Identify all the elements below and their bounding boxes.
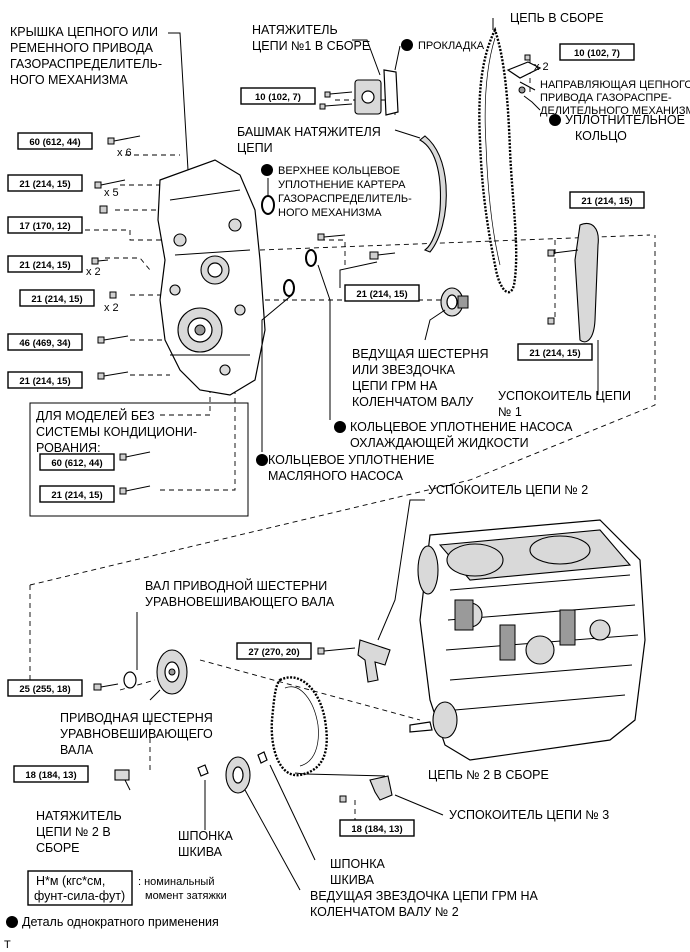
torque-46: 46 (469, 34) [19, 338, 70, 349]
timing-chain-2 [270, 676, 328, 777]
cover-bolts [91, 135, 151, 495]
label-pulley-key-2: ШПОНКА ШКИВА [330, 857, 388, 887]
legend-non-reusable: Деталь однократного применения [22, 915, 219, 929]
label-damper-1: УСПОКОИТЕЛЬ ЦЕПИ № 1 [498, 389, 634, 419]
qty-x2c: x 2 [534, 61, 549, 73]
timing-cover [157, 159, 266, 396]
label-slipper: БАШМАК НАТЯЖИТЕЛЯ ЦЕПИ [237, 125, 384, 155]
label-crank-sprocket: ВЕДУЩАЯ ШЕСТЕРНЯ ИЛИ ЗВЕЗДОЧКА ЦЕПИ ГРМ … [352, 347, 492, 409]
torque-21f: 21 (214, 15) [356, 289, 407, 300]
label-gasket: ПРОКЛАДКА [418, 40, 485, 52]
chain-damper-3 [339, 775, 393, 803]
quantity-labels: x 6 x 5 x 2 x 2 x 2 [86, 61, 549, 314]
torque-21e: 21 (214, 15) [51, 490, 102, 501]
part-labels: КРЫШКА ЦЕПНОГО ИЛИ РЕМЕННОГО ПРИВОДА ГАЗ… [10, 11, 690, 919]
torque-18a: 18 (184, 13) [25, 770, 76, 781]
non-reusable-markers [6, 39, 561, 928]
legend: Н*м (кгс*см, фунт-сила-фут) : номинальны… [4, 870, 227, 951]
chain-tensioner-1 [319, 69, 399, 116]
torque-25: 25 (255, 18) [19, 684, 70, 695]
qty-x2a: x 2 [86, 266, 101, 278]
chain-tensioner-2 [114, 769, 130, 781]
engine-block [409, 519, 646, 761]
label-damper-2: УСПОКОИТЕЛЬ ЦЕПИ № 2 [428, 483, 588, 497]
torque-27: 27 (270, 20) [248, 647, 299, 658]
no-ac-box [29, 402, 249, 517]
label-upper-seal: ВЕРХНЕЕ КОЛЬЦЕВОЕ УПЛОТНЕНИЕ КАРТЕРА ГАЗ… [278, 165, 415, 219]
legend-desc-line2: момент затяжки [145, 890, 227, 902]
legend-unit-line2: фунт-сила-фут) [34, 889, 125, 903]
label-cover: КРЫШКА ЦЕПНОГО ИЛИ РЕМЕННОГО ПРИВОДА ГАЗ… [10, 25, 166, 87]
label-chain-guide: НАПРАВЛЯЮЩАЯ ЦЕПНОГО ПРИВОДА ГАЗОРАСПРЕ-… [540, 79, 690, 117]
timing-chain-1 [478, 26, 518, 294]
crankshaft-sprocket-2 [197, 751, 268, 794]
qty-x5: x 5 [104, 187, 119, 199]
label-chain: ЦЕПЬ В СБОРЕ [510, 11, 604, 25]
label-tensioner-2: НАТЯЖИТЕЛЬ ЦЕПИ № 2 В СБОРЕ [36, 809, 125, 855]
tensioner-slipper [419, 135, 447, 253]
torque-21c: 21 (214, 15) [31, 294, 82, 305]
qty-x6: x 6 [117, 147, 132, 159]
torque-10a: 10 (102, 7) [574, 48, 620, 59]
torque-boxes: 10 (102, 7) 10 (102, 7) 60 (612, 44) 21 … [7, 43, 645, 837]
label-damper-3: УСПОКОИТЕЛЬ ЦЕПИ № 3 [449, 808, 609, 822]
label-balance-shaft: ВАЛ ПРИВОДНОЙ ШЕСТЕРНИ УРАВНОВЕШИВАЮЩЕГО… [145, 578, 335, 609]
torque-21g: 21 (214, 15) [581, 196, 632, 207]
label-oil-pump-ring: КОЛЬЦЕВОЕ УПЛОТНЕНИЕ МАСЛЯНОГО НАСОСА [268, 453, 438, 483]
label-balance-gear: ПРИВОДНАЯ ШЕСТЕРНЯ УРАВНОВЕШИВАЮЩЕГО ВАЛ… [60, 711, 216, 757]
qty-x2b: x 2 [104, 302, 119, 314]
corner-mark: T [4, 939, 11, 951]
torque-21h: 21 (214, 15) [529, 348, 580, 359]
center-bolts [317, 233, 396, 260]
label-o-ring: УПЛОТНИТЕЛЬНОЕ КОЛЬЦО [565, 113, 688, 143]
torque-21a: 21 (214, 15) [19, 179, 70, 190]
torque-18b: 18 (184, 13) [351, 824, 402, 835]
legend-desc-line1: : номинальный [138, 876, 214, 888]
label-no-ac: ДЛЯ МОДЕЛЕЙ БЕЗ СИСТЕМЫ КОНДИЦИОНИ- РОВА… [36, 408, 201, 455]
label-pulley-key-1: ШПОНКА ШКИВА [178, 829, 236, 859]
torque-60a: 60 (612, 44) [29, 137, 80, 148]
crankshaft-sprocket-1 [440, 287, 469, 317]
torque-21b: 21 (214, 15) [19, 260, 70, 271]
torque-21d: 21 (214, 15) [19, 376, 70, 387]
label-crank-sprocket-2: ВЕДУЩАЯ ЗВЕЗДОЧКА ЦЕПИ ГРМ НА КОЛЕНЧАТОМ… [310, 889, 541, 919]
balance-shaft-gear [93, 649, 188, 695]
leader-lines [124, 18, 599, 891]
label-chain-2: ЦЕПЬ № 2 В СБОРЕ [428, 768, 549, 782]
torque-60b: 60 (612, 44) [51, 458, 102, 469]
label-water-pump-ring: КОЛЬЦЕВОЕ УПЛОТНЕНИЕ НАСОСА ОХЛАЖДАЮЩЕЙ … [350, 420, 576, 450]
torque-17: 17 (170, 12) [19, 221, 70, 232]
torque-10b: 10 (102, 7) [255, 92, 301, 103]
chain-damper-1 [547, 223, 599, 343]
chain-guide [506, 54, 542, 94]
label-tensioner-1: НАТЯЖИТЕЛЬ ЦЕПИ №1 В СБОРЕ [252, 23, 370, 53]
chain-damper-2 [317, 639, 391, 683]
legend-unit-line1: Н*м (кгс*см, [36, 874, 105, 888]
